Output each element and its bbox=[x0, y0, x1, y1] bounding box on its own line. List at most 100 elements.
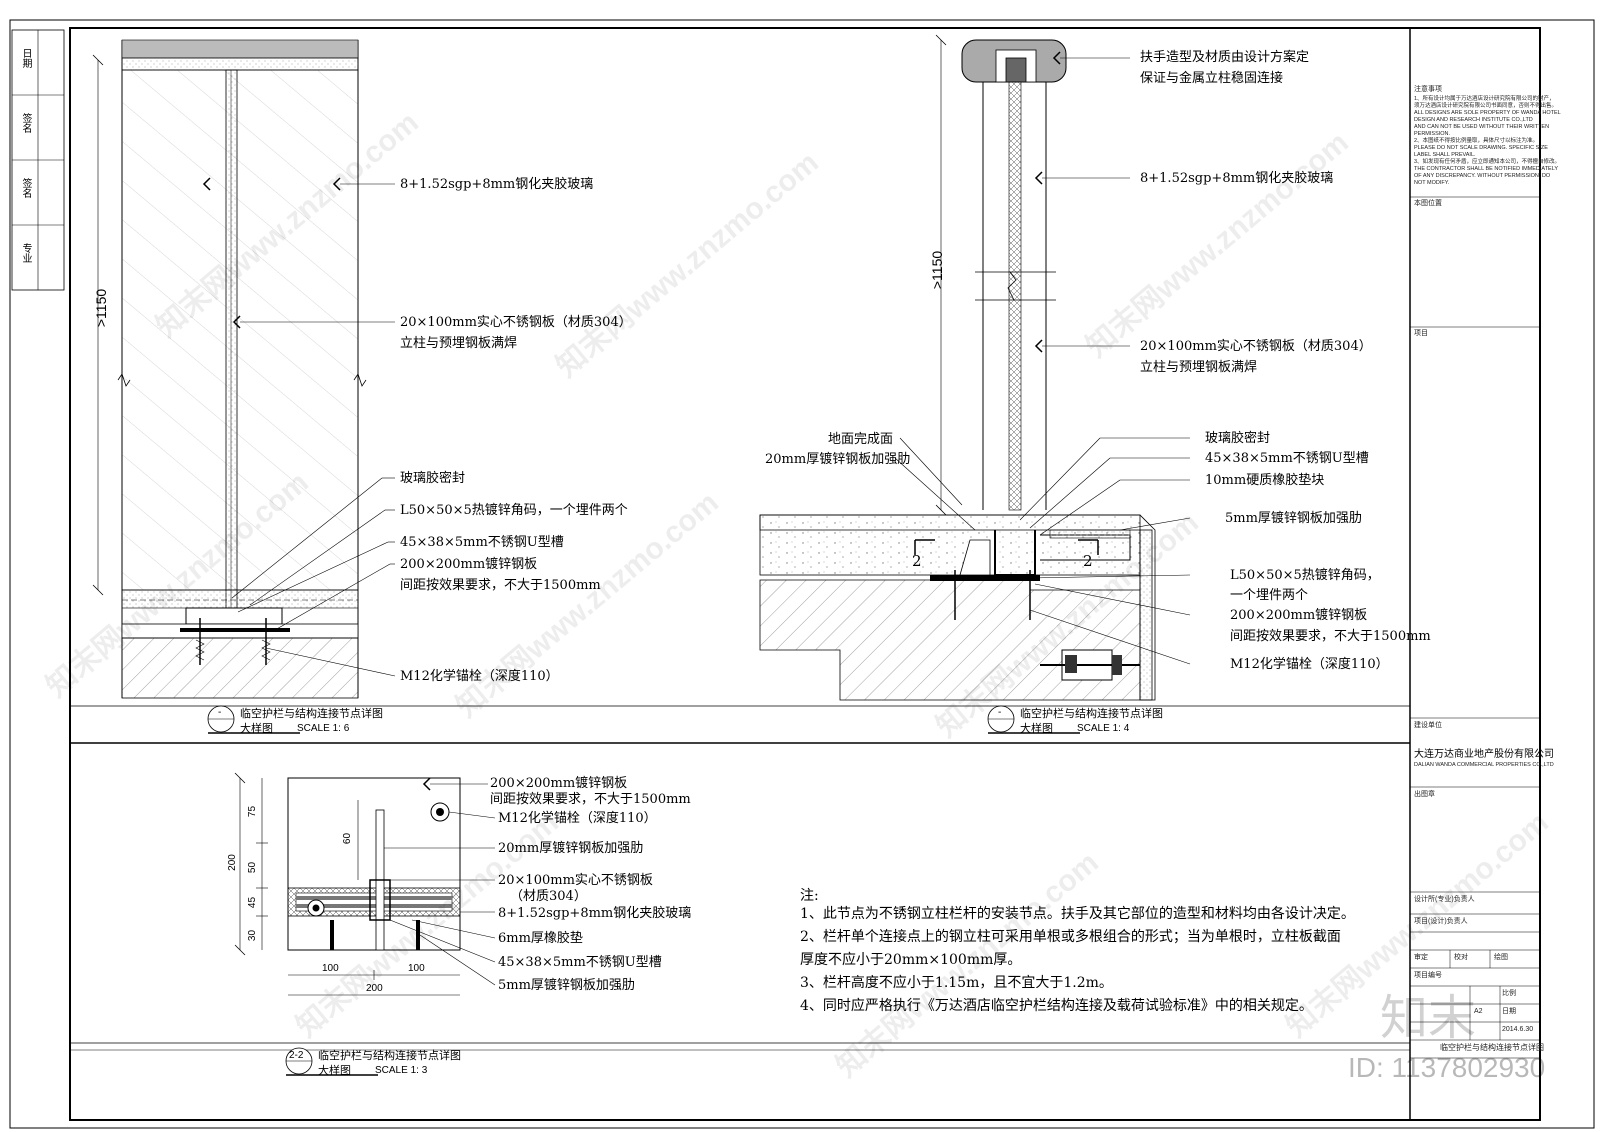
note-2: 2、栏杆单个连接点上的钢立柱可采用单根或多根组合的形式；当为单根时，立柱板截面 bbox=[800, 929, 1341, 945]
b-number: 2-2 bbox=[289, 1050, 304, 1061]
tr-floor-label: 地面完成面 bbox=[828, 432, 894, 447]
tb-date-label: 日期 bbox=[1502, 1008, 1516, 1015]
tb-notice-line: PLEASE DO NOT SCALE DRAWING. SPECIFIC SI… bbox=[1414, 145, 1548, 151]
tb-notice-line: THE CONTRACTOR SHALL BE NOTIFIED IMMEDIA… bbox=[1414, 166, 1559, 172]
tr-uchannel-label: 45×38×5mm不锈钢U型槽 bbox=[1205, 451, 1369, 466]
tl-dimension: >1150 bbox=[93, 288, 110, 328]
tb-notice-lines: 1、所有设计均属于万达酒店设计研究院有限公司的财产，须万达酒店设计研究院有限公司… bbox=[1414, 96, 1561, 187]
tl-subtitle: 大样图 bbox=[240, 722, 273, 735]
tb-project-no: 项目编号 bbox=[1414, 972, 1442, 979]
b-dim-200h: 200 bbox=[366, 983, 383, 994]
tl-angle-label: L50×50×5热镀锌角码，一个埋件两个 bbox=[400, 503, 628, 518]
tr-plate-label: 20×100mm实心不锈钢板（材质304） bbox=[1140, 339, 1372, 354]
tl-weld-label: 立柱与预埋钢板满焊 bbox=[400, 336, 518, 351]
tb-notice-line: AND CAN NOT BE USED WITHOUT THEIR WRITTE… bbox=[1414, 124, 1550, 130]
tb-drawing-title: 临空护栏与结构连接节点详图 bbox=[1440, 1043, 1544, 1052]
b-rubber-label: 6mm厚橡胶垫 bbox=[498, 931, 583, 946]
tb-key-plan: 本图位置 bbox=[1414, 200, 1442, 207]
note-3: 3、栏杆高度不应小于1.15m，且不宜大于1.2m。 bbox=[800, 975, 1113, 991]
tl-glass-label: 8+1.52sgp+8mm钢化夹胶玻璃 bbox=[400, 177, 594, 192]
tl-embed-label: 200×200mm镀锌钢板 bbox=[400, 557, 538, 572]
tr-sealant-label: 玻璃胶密封 bbox=[1205, 431, 1271, 446]
tr-section-left: 2 bbox=[912, 552, 922, 570]
tb-check: 校对 bbox=[1454, 954, 1468, 961]
tr-weld-label: 立柱与预埋钢板满焊 bbox=[1140, 360, 1258, 375]
tr-glass-label: 8+1.52sgp+8mm钢化夹胶玻璃 bbox=[1140, 171, 1334, 186]
b-rib5-label: 5mm厚镀锌钢板加强肋 bbox=[498, 978, 635, 993]
b-dim-75: 75 bbox=[247, 805, 259, 818]
tb-notice-line: OF ANY DISCREPANCY. WITHOUT PERMISSION, … bbox=[1414, 173, 1551, 179]
b-plate-label: 20×100mm实心不锈钢板 bbox=[498, 873, 653, 888]
tr-angle1-label: L50×50×5热镀锌角码， bbox=[1230, 568, 1380, 583]
b-spacing-label: 间距按效果要求，不大于1500mm bbox=[490, 792, 691, 807]
stamp-sign2: 签名 bbox=[20, 178, 31, 198]
b-rib20-label: 20mm厚镀锌钢板加强肋 bbox=[498, 841, 644, 856]
tb-notice-line: PERMISSION. bbox=[1414, 131, 1451, 137]
b-dim-30: 30 bbox=[247, 929, 259, 942]
tb-stamp: 出图章 bbox=[1414, 791, 1435, 798]
b-dim-100b: 100 bbox=[408, 963, 425, 974]
tr-title: 临空护栏与结构连接节点详图 bbox=[1020, 707, 1163, 720]
tb-design-lead: 设计所(专业)负责人 bbox=[1414, 896, 1475, 903]
tr-dimension: >1150 bbox=[929, 250, 946, 290]
tl-number: - bbox=[218, 707, 222, 718]
detail-bottom bbox=[234, 772, 496, 996]
note-1: 1、此节点为不锈钢立柱栏杆的安装节点。扶手及其它部位的造型和材料均由各设计决定。 bbox=[800, 906, 1355, 922]
detail-top-left bbox=[92, 39, 396, 699]
tb-client-en: DALIAN WANDA COMMERCIAL PROPERTIES CO.,L… bbox=[1414, 762, 1554, 768]
tr-subtitle: 大样图 bbox=[1020, 722, 1053, 735]
tb-date-value: 2014.6.30 bbox=[1502, 1026, 1534, 1033]
watermark-id: ID: 1137802930 bbox=[1348, 1052, 1546, 1083]
tb-project-lead: 项目(设计)负责人 bbox=[1414, 918, 1468, 925]
b-dim-60: 60 bbox=[342, 832, 354, 845]
tl-sealant-label: 玻璃胶密封 bbox=[400, 471, 466, 486]
b-anchor-label: M12化学锚栓（深度110） bbox=[498, 811, 657, 826]
tb-notice-title: 注意事项 bbox=[1414, 86, 1442, 93]
tb-notice-line: NOT MODIFY. bbox=[1414, 180, 1450, 186]
tl-title: 临空护栏与结构连接节点详图 bbox=[240, 707, 383, 720]
tr-section-right: 2 bbox=[1083, 552, 1093, 570]
watermark-logo: 知末 bbox=[1380, 990, 1477, 1046]
tb-notice-line: ALL DESIGNS ARE SOLE PROPERTY OF WANDA H… bbox=[1414, 110, 1561, 116]
b-dim-100a: 100 bbox=[322, 963, 339, 974]
tr-scale: SCALE 1: 4 bbox=[1077, 723, 1130, 734]
tb-client-cn: 大连万达商业地产股份有限公司 bbox=[1414, 749, 1554, 760]
b-title: 临空护栏与结构连接节点详图 bbox=[318, 1049, 461, 1062]
b-uchannel-label: 45×38×5mm不锈钢U型槽 bbox=[498, 955, 662, 970]
b-material-label: （材质304） bbox=[510, 889, 587, 904]
tl-spacing-label: 间距按效果要求，不大于1500mm bbox=[400, 578, 601, 593]
b-scale: SCALE 1: 3 bbox=[375, 1065, 428, 1076]
b-dim-45: 45 bbox=[247, 896, 259, 909]
tb-notice-line: 3、如发现有任何矛盾，应立即通知本公司，不得擅自修改。 bbox=[1414, 159, 1561, 165]
note-2b: 厚度不应小于20mm×100mm厚。 bbox=[800, 952, 1022, 968]
note-4: 4、同时应严格执行《万达酒店临空护栏结构连接及载荷试验标准》中的相关规定。 bbox=[800, 998, 1313, 1014]
tb-notice-line: LABEL SHALL PREVAIL. bbox=[1414, 152, 1476, 158]
tl-scale: SCALE 1: 6 bbox=[297, 723, 350, 734]
tb-notice-line: 2、本图纸不得按比例量取，具体尺寸以标注为准。 bbox=[1414, 138, 1539, 144]
tr-rib5-label: 5mm厚镀锌钢板加强肋 bbox=[1225, 511, 1362, 526]
tb-scale: 比例 bbox=[1502, 990, 1516, 997]
tb-review: 审定 bbox=[1414, 954, 1428, 961]
b-dim-200v: 200 bbox=[226, 854, 238, 871]
tl-plate-label: 20×100mm实心不锈钢板（材质304） bbox=[400, 315, 632, 330]
tr-handrail1-label: 扶手造型及材质由设计方案定 bbox=[1140, 50, 1310, 65]
stamp-sign1: 签名 bbox=[20, 113, 31, 133]
tr-rubber-label: 10mm硬质橡胶垫块 bbox=[1205, 473, 1325, 488]
b-glass-label: 8+1.52sgp+8mm钢化夹胶玻璃 bbox=[498, 906, 692, 921]
tb-notice-line: 须万达酒店设计研究院有限公司书面同意，否则不得出售。 bbox=[1414, 103, 1558, 109]
tr-rib20-label: 20mm厚镀锌钢板加强肋 bbox=[765, 452, 911, 467]
tr-anchor-label: M12化学锚栓（深度110） bbox=[1230, 657, 1389, 672]
tl-anchor-label: M12化学锚栓（深度110） bbox=[400, 669, 559, 684]
tb-client-label: 建设单位 bbox=[1414, 722, 1442, 729]
tl-uchannel-label: 45×38×5mm不锈钢U型槽 bbox=[400, 535, 564, 550]
stamp-major: 专业 bbox=[20, 243, 31, 263]
stamp-date: 日期 bbox=[20, 48, 31, 68]
detail-top-right bbox=[759, 34, 1191, 701]
tb-size: A2 bbox=[1474, 1008, 1483, 1015]
tr-embed-label: 200×200mm镀锌钢板 bbox=[1230, 608, 1368, 623]
tb-notice-line: 1、所有设计均属于万达酒店设计研究院有限公司的财产， bbox=[1414, 96, 1555, 102]
tr-number: - bbox=[998, 707, 1002, 718]
tb-notice-line: DESIGN AND RESEARCH INSTITUTE CO.,LTD bbox=[1414, 117, 1533, 123]
b-subtitle: 大样图 bbox=[318, 1064, 351, 1077]
